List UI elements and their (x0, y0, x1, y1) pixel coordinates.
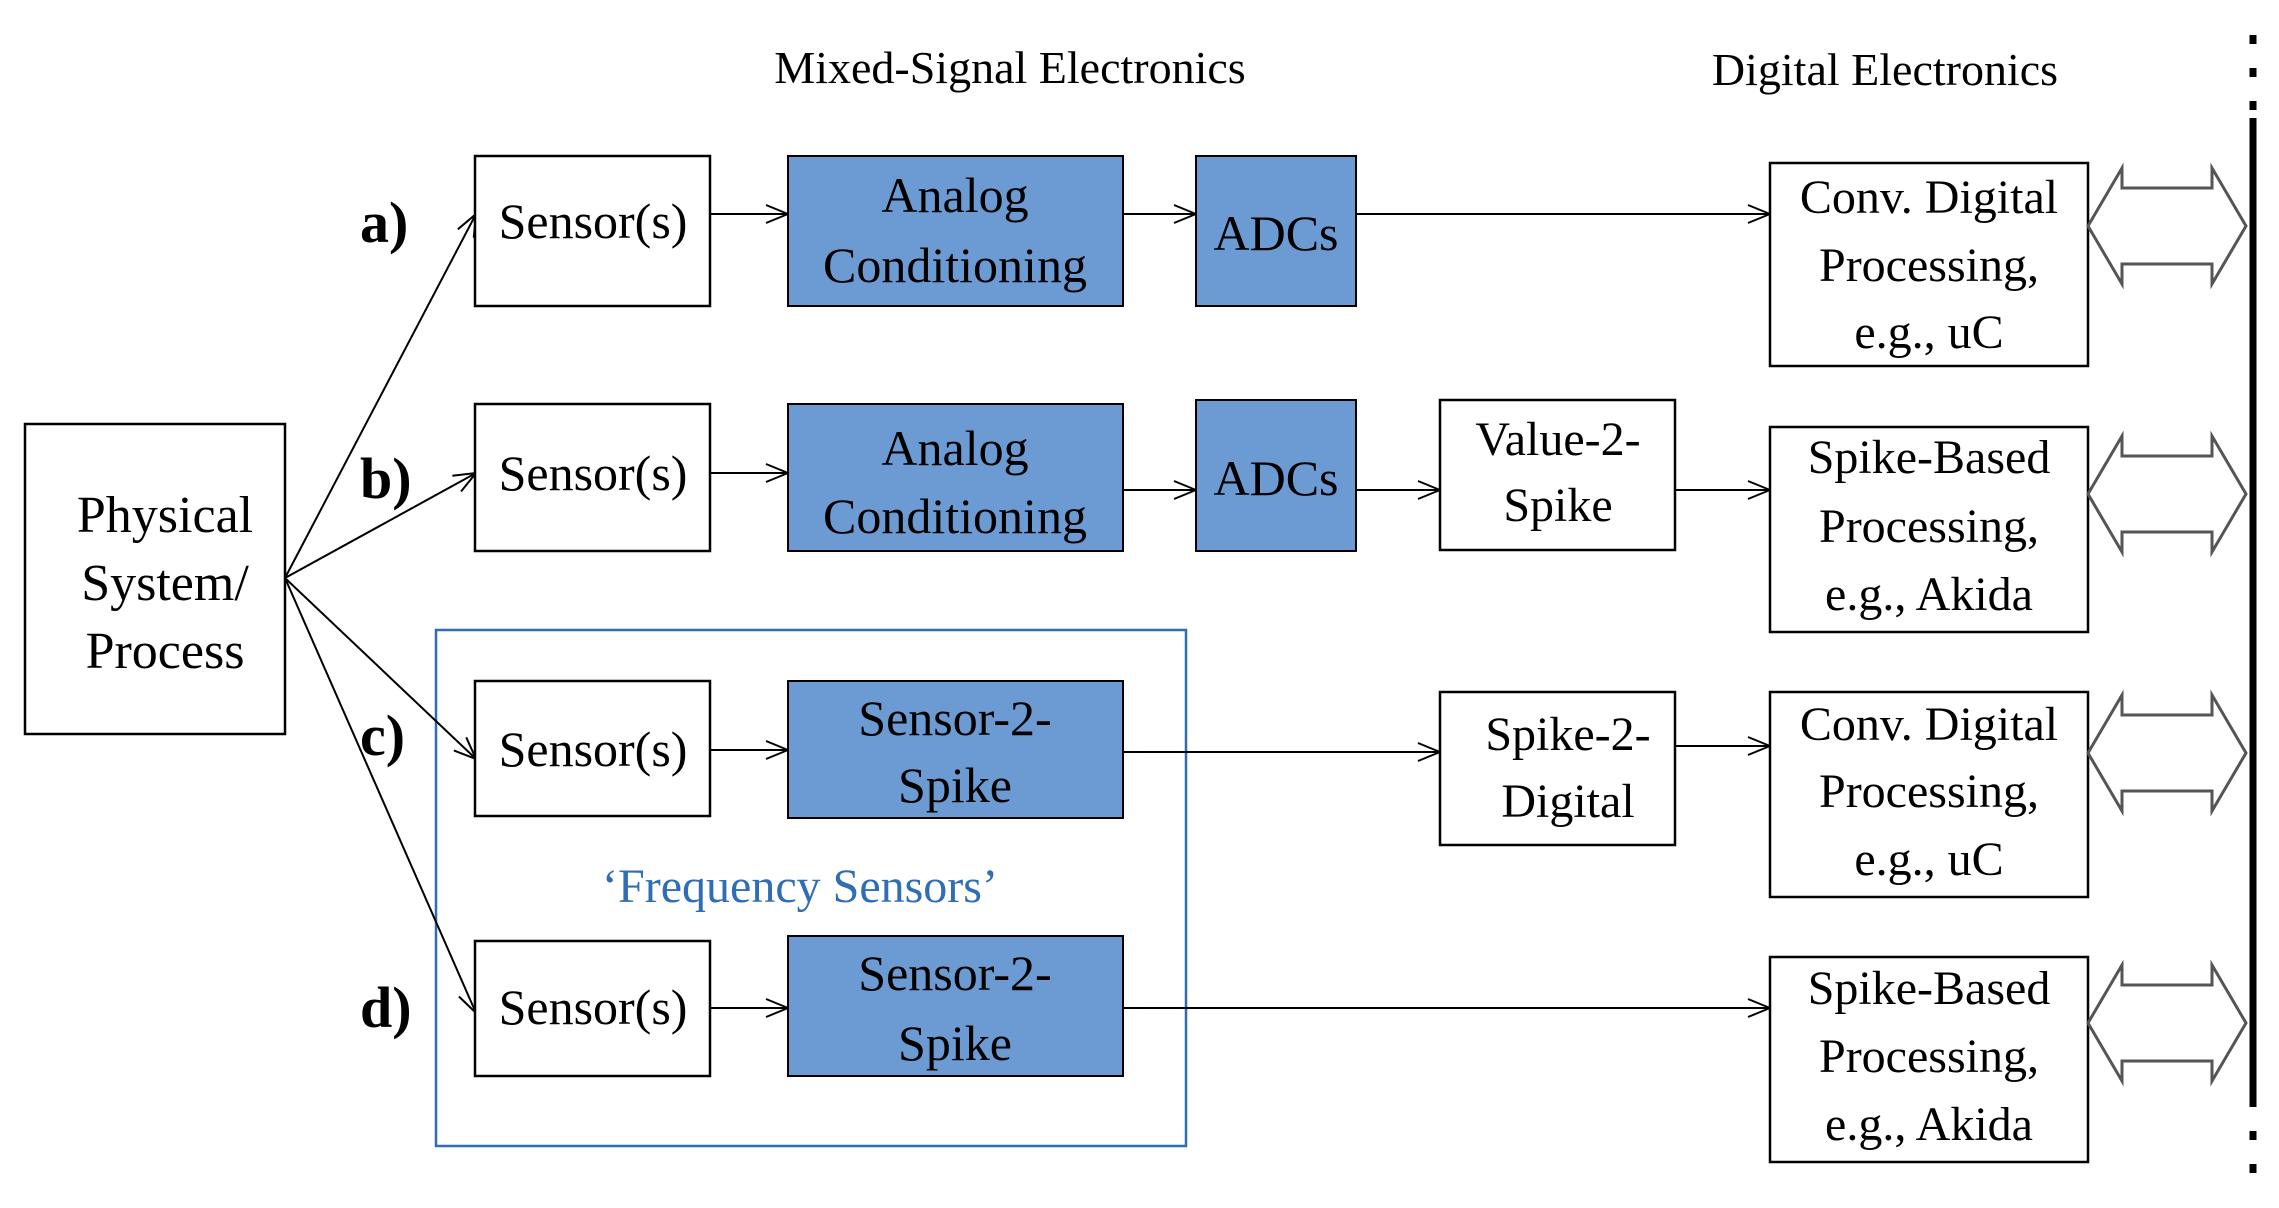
row-label-d: d) (360, 975, 412, 1040)
s2s-d-line2: Spike (898, 1015, 1012, 1071)
proc-d-line2: Processing, (1819, 1030, 2039, 1083)
header-mixed-signal: Mixed-Signal Electronics (774, 42, 1245, 93)
analog-a-line1: Analog (881, 167, 1028, 223)
analog-a-line2: Conditioning (823, 237, 1087, 293)
adc-b-box (1195, 399, 1357, 552)
proc-a-line1: Conv. Digital (1800, 171, 2058, 224)
frequency-sensors-group (434, 628, 1188, 1148)
fanout-arrows (284, 214, 476, 1013)
arrow-source-to-sensor-c (284, 577, 476, 759)
row-label-a: a) (360, 190, 408, 255)
proc-b-line1: Spike-Based (1808, 431, 2051, 484)
value2spike-box (1438, 398, 1677, 552)
proc-c-line1: Conv. Digital (1800, 698, 2058, 751)
row-b: Sensor(s) Analog Conditioning ADCs Value… (473, 398, 2248, 634)
double-arrow-c-icon (2086, 689, 2248, 817)
arrow-source-to-sensor-a (284, 214, 476, 579)
header-digital: Digital Electronics (1712, 44, 2058, 95)
value2spike-line2: Spike (1503, 479, 1612, 532)
proc-c-line2: Processing, (1819, 765, 2039, 818)
spike2digital-line2: Digital (1501, 775, 1634, 828)
analog-b-line1: Analog (881, 420, 1028, 476)
analog-b-line2: Conditioning (823, 488, 1087, 544)
proc-d-line3: e.g., Akida (1825, 1098, 2033, 1151)
spike2digital-box (1438, 690, 1677, 847)
physical-system-line3: Process (86, 623, 245, 680)
row-a: Sensor(s) Analog Conditioning ADCs Conv.… (473, 154, 2248, 368)
row-label-b: b) (360, 446, 412, 511)
analog-a-box (787, 155, 1124, 307)
sensor-b-label: Sensor(s) (499, 445, 688, 501)
row-d: Sensor(s) Sensor-2- Spike Spike-Based Pr… (473, 935, 2248, 1164)
proc-d-line1: Spike-Based (1808, 962, 2051, 1015)
proc-a-line3: e.g., uC (1854, 306, 2003, 359)
sensor-d-label: Sensor(s) (499, 979, 688, 1035)
proc-c-box (1768, 690, 2090, 899)
arrow-source-to-sensor-b (284, 473, 476, 579)
sensor-a-label: Sensor(s) (499, 193, 688, 249)
s2s-c-box (787, 680, 1124, 819)
physical-system-line2: System/ (81, 555, 249, 612)
frequency-sensors-label: ‘Frequency Sensors’ (602, 860, 998, 913)
s2s-d-line1: Sensor-2- (858, 945, 1051, 1001)
proc-b-line2: Processing, (1819, 500, 2039, 553)
s2s-c-line2: Spike (898, 757, 1012, 813)
adc-b-label: ADCs (1213, 450, 1338, 506)
adc-a-label: ADCs (1213, 205, 1338, 261)
s2s-d-box (787, 935, 1124, 1077)
proc-a-line2: Processing, (1819, 239, 2039, 292)
adc-a-box (1195, 155, 1357, 307)
sensor-c-label: Sensor(s) (499, 721, 688, 777)
row-label-c: c) (360, 703, 405, 768)
value2spike-line1: Value-2- (1475, 413, 1640, 466)
proc-a-box (1768, 161, 2090, 368)
s2s-c-line1: Sensor-2- (858, 690, 1051, 746)
row-c: Sensor(s) Sensor-2- Spike Spike-2- Digit… (473, 679, 2248, 899)
physical-system-line1: Physical (77, 487, 253, 544)
arrow-source-to-sensor-d (284, 577, 476, 1013)
double-arrow-a-icon (2086, 162, 2248, 290)
physical-system-box: Physical System/ Process (23, 422, 287, 736)
double-arrow-d-icon (2086, 959, 2248, 1087)
proc-d-box (1768, 955, 2090, 1164)
spike2digital-line1: Spike-2- (1485, 708, 1650, 761)
double-arrow-b-icon (2086, 430, 2248, 558)
proc-c-line3: e.g., uC (1854, 833, 2003, 886)
analog-b-box (787, 403, 1124, 552)
proc-b-line3: e.g., Akida (1825, 568, 2033, 621)
proc-b-box (1768, 425, 2090, 634)
